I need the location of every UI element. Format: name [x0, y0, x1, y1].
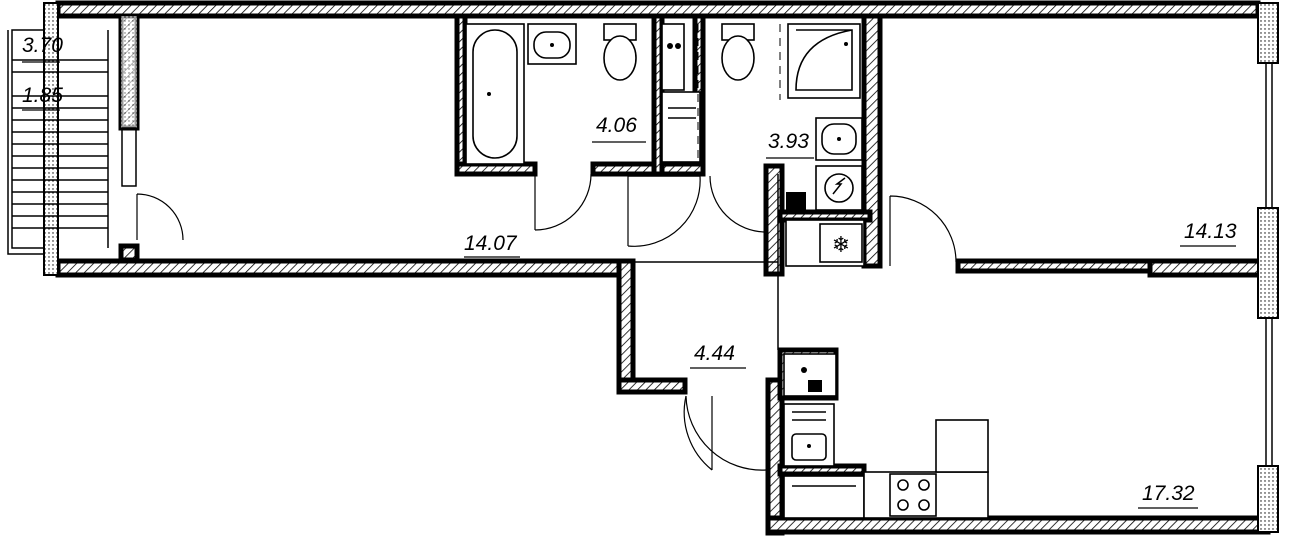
kitchen-counter-wall — [777, 463, 867, 477]
duct-south-wall — [659, 161, 706, 177]
balcony-door — [136, 193, 184, 241]
bedroom-left-door — [627, 175, 701, 247]
left-partition-bottom — [118, 243, 140, 263]
washing-machine-icon — [661, 91, 701, 163]
bathroom-east-wall — [651, 13, 665, 177]
kitchen-west-wall — [765, 377, 785, 536]
sink-icon — [527, 23, 577, 65]
balcony-inner-area: 1.85 — [22, 84, 63, 107]
stove-icon — [889, 473, 937, 517]
kitchen-living-area: 17.32 — [1142, 482, 1195, 505]
bathroom-south-wall-a — [454, 161, 538, 177]
bottom-wall — [765, 515, 1271, 535]
bathroom-door — [534, 173, 592, 231]
sink-icon — [815, 117, 863, 161]
kitchen-cabinet-icon — [783, 353, 837, 397]
kitchen-sink-icon — [783, 403, 835, 467]
shower-door — [709, 175, 767, 233]
bathtub-icon — [465, 23, 525, 165]
bathroom-south-wall-b — [590, 161, 660, 177]
balcony-rails — [12, 30, 109, 248]
duct-icon — [661, 23, 685, 91]
shower-south-wall — [777, 209, 873, 223]
hallway-west-wall — [616, 258, 636, 394]
entrance-door — [683, 395, 713, 471]
bedroom-right-area: 14.13 — [1184, 220, 1237, 243]
bathroom-area: 4.06 — [596, 114, 637, 137]
entrance-door-swing — [685, 395, 767, 471]
riser — [786, 192, 806, 212]
bedroom-right-bottom-wall-thick — [1147, 258, 1263, 278]
dishwasher-icon — [783, 475, 865, 519]
bedroom-left-bottom-wall — [55, 258, 633, 278]
room-labels: 3.70 1.85 14.07 4.06 3.93 14.13 4.44 17.… — [22, 34, 1237, 509]
svg-text:❄: ❄ — [832, 233, 850, 258]
bedroom-left-area: 14.07 — [464, 232, 518, 255]
shower-room-area: 3.93 — [768, 130, 809, 153]
shower-east-wall — [861, 13, 883, 269]
toilet-icon — [603, 23, 637, 81]
bathroom-west-wall — [454, 13, 468, 177]
boiler-icon — [815, 165, 863, 211]
fridge-icon: ❄ — [785, 219, 865, 267]
bedroom-right-door — [889, 195, 957, 266]
balcony-outer-area: 3.70 — [22, 34, 63, 57]
toilet-icon — [721, 23, 755, 81]
right-exterior-wall — [121, 2, 1279, 533]
hallway-south-wall — [616, 377, 688, 395]
balcony — [7, 2, 184, 276]
hallway-area: 4.44 — [694, 342, 735, 365]
shower-tray-icon — [787, 23, 861, 99]
